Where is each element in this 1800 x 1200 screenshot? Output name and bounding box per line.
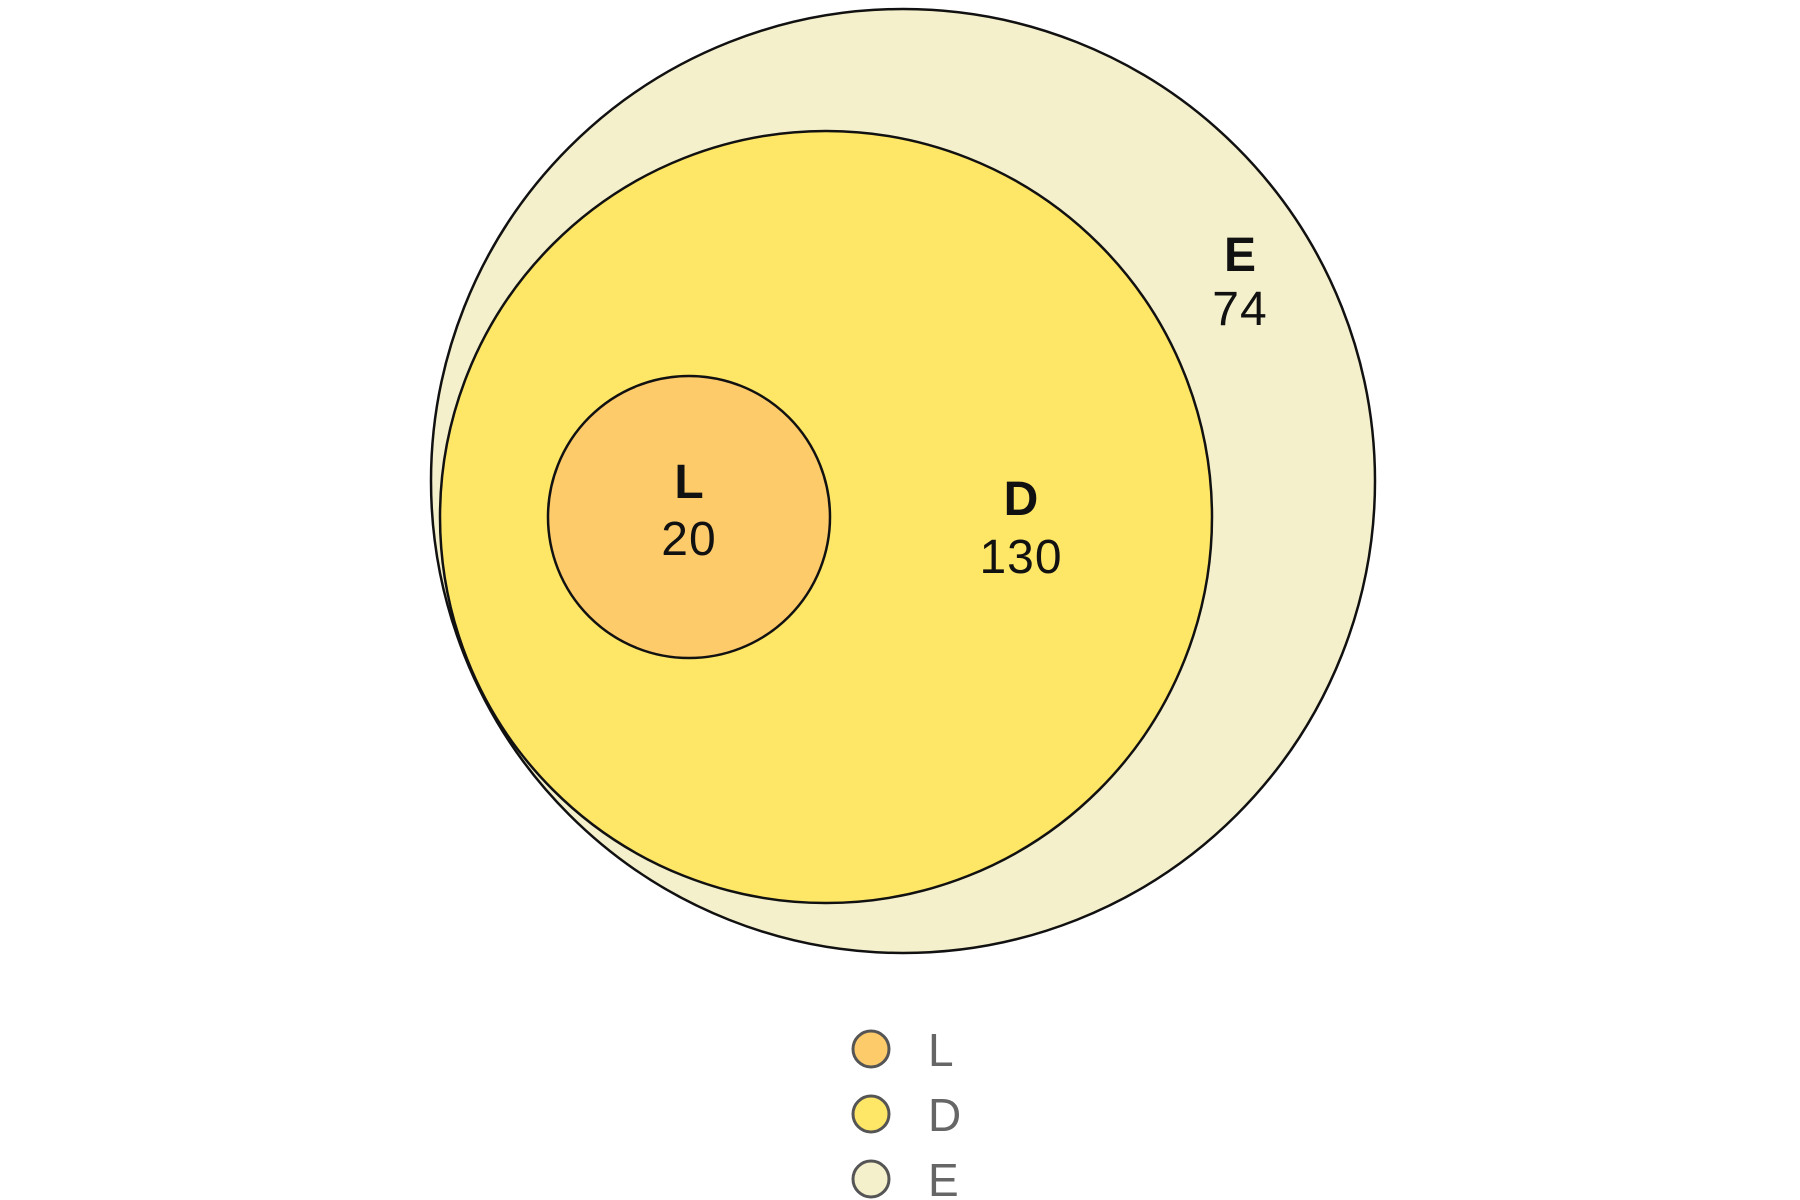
- set-d-name: D: [1004, 473, 1039, 526]
- set-d-count: 130: [979, 531, 1062, 584]
- legend-label-d: D: [928, 1089, 961, 1141]
- legend-swatch-l: [851, 1029, 891, 1069]
- legend: L D E: [851, 1024, 961, 1200]
- set-e-count: 74: [1212, 283, 1267, 336]
- set-l-circle: [546, 374, 832, 660]
- set-l-name: L: [674, 456, 703, 509]
- set-l-count: 20: [661, 513, 716, 566]
- set-e-name: E: [1224, 229, 1256, 282]
- legend-item-e: E: [851, 1154, 959, 1200]
- legend-label-e: E: [928, 1154, 959, 1200]
- legend-swatch-e: [851, 1159, 891, 1199]
- legend-item-d: D: [851, 1089, 961, 1141]
- legend-swatch-d: [851, 1094, 891, 1134]
- set-l: [546, 374, 832, 660]
- legend-label-l: L: [928, 1024, 954, 1076]
- legend-item-l: L: [851, 1024, 954, 1076]
